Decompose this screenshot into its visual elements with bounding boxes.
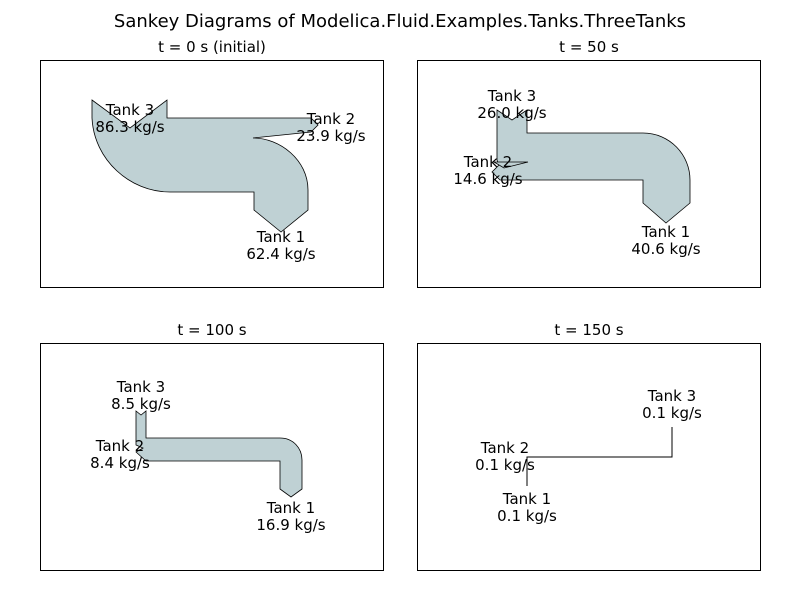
flow-label-tank2-name: Tank 2 (480, 439, 529, 457)
panel-frame (40, 60, 384, 288)
panel-t0: t = 0 s (initial) Tank 3 86.3 kg/s Tank … (40, 38, 384, 288)
panel-frame (40, 343, 384, 571)
panel-title: t = 150 s (554, 321, 623, 339)
flow-label-tank1-value: 40.6 kg/s (631, 240, 700, 258)
flow-label-tank2-value: 0.1 kg/s (475, 456, 535, 474)
flow-label-tank3-value: 8.5 kg/s (111, 395, 171, 413)
flow-label-tank2-value: 14.6 kg/s (453, 170, 522, 188)
sankey-flow-shape (91, 99, 319, 233)
flow-label-tank3-name: Tank 3 (647, 387, 696, 405)
flow-label-tank1-value: 62.4 kg/s (246, 245, 315, 263)
flow-label-tank3-value: 0.1 kg/s (642, 404, 702, 422)
flow-label-tank1-value: 16.9 kg/s (256, 516, 325, 534)
panel-t50: t = 50 s Tank 3 26.0 kg/s Tank 2 14.6 kg… (417, 38, 761, 288)
panel-title: t = 0 s (initial) (158, 38, 266, 56)
figure-title: Sankey Diagrams of Modelica.Fluid.Exampl… (114, 11, 686, 32)
panel-title: t = 100 s (177, 321, 246, 339)
flow-label-tank1-value: 0.1 kg/s (497, 507, 557, 525)
flow-label-tank1-name: Tank 1 (266, 499, 315, 517)
flow-label-tank1-name: Tank 1 (502, 490, 551, 508)
flow-label-tank3-name: Tank 3 (116, 378, 165, 396)
panel-title: t = 50 s (559, 38, 619, 56)
sankey-flow-shape (491, 109, 691, 224)
flow-label-tank2-value: 8.4 kg/s (90, 454, 150, 472)
panel-frame (417, 60, 761, 288)
flow-label-tank1-name: Tank 1 (641, 223, 690, 241)
flow-label-tank3-value: 26.0 kg/s (477, 104, 546, 122)
flow-label-tank3-name: Tank 3 (487, 87, 536, 105)
flow-label-tank1-name: Tank 1 (256, 228, 305, 246)
panel-frame (417, 343, 761, 571)
panel-t100: t = 100 s Tank 3 8.5 kg/s Tank 2 8.4 kg/… (40, 321, 384, 571)
flow-label-tank3-name: Tank 3 (105, 101, 154, 119)
sankey-flow-line (526, 427, 673, 486)
panel-t150: t = 150 s Tank 3 0.1 kg/s Tank 2 0.1 kg/… (417, 321, 761, 571)
flow-label-tank2-name: Tank 2 (95, 437, 144, 455)
flow-label-tank2-value: 23.9 kg/s (296, 127, 365, 145)
flow-label-tank2-name: Tank 2 (306, 110, 355, 128)
sankey-flow-shape (135, 410, 303, 498)
flow-label-tank3-value: 86.3 kg/s (95, 118, 164, 136)
sankey-flow-shape (492, 161, 529, 169)
flow-label-tank2-name: Tank 2 (463, 153, 512, 171)
